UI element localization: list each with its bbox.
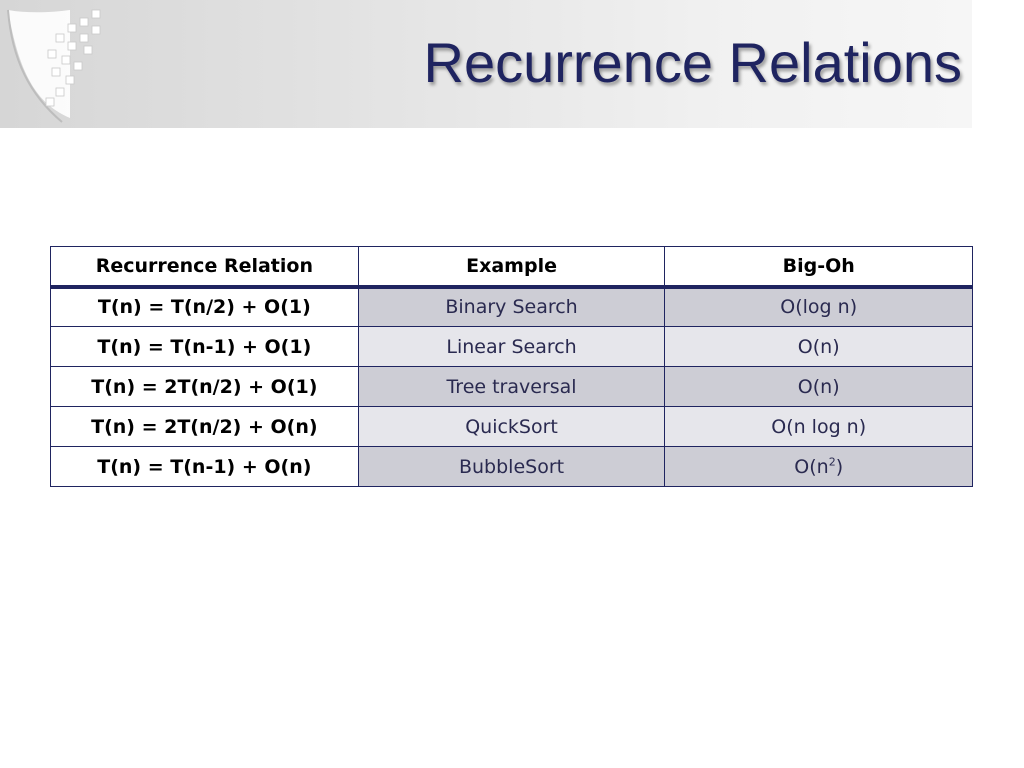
big-oh-close: ) (835, 455, 844, 478)
example-cell: Linear Search (357, 326, 666, 367)
table-row: T(n) = T(n/2) + O(1) Binary Search O(log… (50, 286, 973, 327)
relation-cell: T(n) = T(n/2) + O(1) (50, 286, 359, 327)
slide-title: Recurrence Relations (423, 31, 962, 94)
relation-cell: T(n) = T(n-1) + O(1) (50, 326, 359, 367)
big-oh-cell: O(n2) (664, 446, 973, 487)
example-cell: BubbleSort (357, 446, 666, 487)
header-recurrence-relation: Recurrence Relation (50, 246, 359, 289)
table-row: T(n) = 2T(n/2) + O(1) Tree traversal O(n… (50, 366, 973, 407)
big-oh-base: O(n (794, 455, 829, 478)
table-row: T(n) = T(n-1) + O(1) Linear Search O(n) (50, 326, 973, 367)
table-row: T(n) = T(n-1) + O(n) BubbleSort O(n2) (50, 446, 973, 487)
shield-logo-icon (7, 9, 101, 123)
relation-cell: T(n) = 2T(n/2) + O(n) (50, 406, 359, 447)
big-oh-cell: O(n) (664, 326, 973, 367)
example-cell: Binary Search (357, 286, 666, 327)
big-oh-cell: O(n log n) (664, 406, 973, 447)
example-cell: Tree traversal (357, 366, 666, 407)
big-oh-exponent: 2 (828, 455, 836, 469)
header-example: Example (357, 246, 666, 289)
relation-cell: T(n) = 2T(n/2) + O(1) (50, 366, 359, 407)
big-oh-cell: O(n) (664, 366, 973, 407)
example-cell: QuickSort (357, 406, 666, 447)
header-big-oh: Big-Oh (664, 246, 973, 289)
recurrence-table: Recurrence Relation Example Big-Oh T(n) … (50, 246, 973, 487)
header-band (0, 0, 972, 128)
relation-cell: T(n) = T(n-1) + O(n) (50, 446, 359, 487)
big-oh-cell: O(log n) (664, 286, 973, 327)
table-row: T(n) = 2T(n/2) + O(n) QuickSort O(n log … (50, 406, 973, 447)
table-header-row: Recurrence Relation Example Big-Oh (50, 246, 973, 289)
